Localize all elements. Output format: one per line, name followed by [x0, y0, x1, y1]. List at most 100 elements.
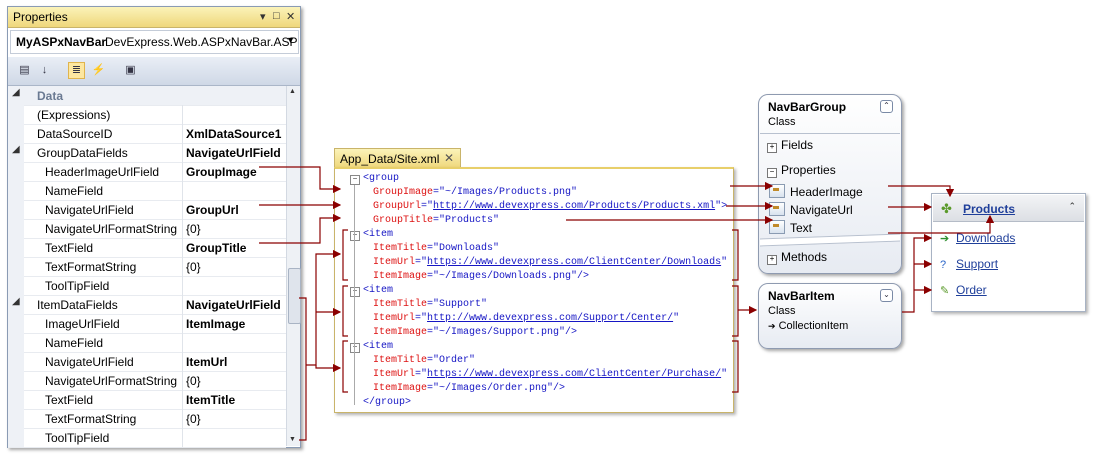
- scroll-up-icon[interactable]: ▲: [289, 88, 296, 95]
- xml-line: ItemImage="~/Images/Order.png"/>: [373, 382, 565, 396]
- column-separator: [182, 295, 183, 314]
- events-icon[interactable]: ⚡: [91, 64, 106, 76]
- navbar-item-link[interactable]: Order: [956, 283, 987, 297]
- property-pages-icon[interactable]: ▣: [125, 64, 136, 76]
- xml-tab[interactable]: App_Data/Site.xml ✕: [334, 148, 461, 168]
- xml-url-link[interactable]: http://www.devexpress.com/Support/Center…: [427, 313, 674, 324]
- property-value[interactable]: ItemImage: [186, 317, 246, 331]
- property-value[interactable]: NavigateUrlField: [186, 298, 281, 312]
- categorized-icon[interactable]: ▤: [19, 64, 30, 76]
- xml-attribute: ItemUrl: [373, 369, 416, 380]
- property-value[interactable]: {0}: [186, 412, 201, 426]
- column-separator: [182, 162, 183, 181]
- property-row[interactable]: ToolTipField: [8, 428, 286, 448]
- properties-icon[interactable]: ≣: [68, 62, 85, 79]
- expander-icon[interactable]: ◢: [12, 296, 20, 307]
- property-value[interactable]: ItemTitle: [186, 393, 236, 407]
- xml-url-link[interactable]: https://www.devexpress.com/ClientCenter/…: [427, 369, 722, 380]
- xml-attribute: ItemTitle: [373, 355, 428, 366]
- property-value[interactable]: ItemUrl: [186, 355, 228, 369]
- property-row[interactable]: ◢Data: [8, 86, 286, 106]
- property-name: DataSourceID: [37, 127, 113, 141]
- xml-tab-title: App_Data/Site.xml: [340, 152, 440, 166]
- methods-section[interactable]: +Methods: [767, 250, 827, 265]
- row-gutter: [8, 428, 24, 447]
- arrow-right-icon: ➔: [940, 233, 950, 245]
- row-gutter: [8, 352, 24, 371]
- navbar-group-header[interactable]: ✤ Products ⌃: [933, 195, 1084, 222]
- chevron-down-icon[interactable]: ▼: [286, 35, 295, 45]
- fold-toggle-icon[interactable]: −: [350, 231, 360, 241]
- xml-editor[interactable]: <group−GroupImage="~/Images/Products.png…: [334, 167, 734, 413]
- properties-section[interactable]: −Properties: [767, 163, 836, 178]
- fields-section[interactable]: +Fields: [767, 138, 813, 153]
- sort-alphabetical-icon[interactable]: ↓: [41, 64, 48, 76]
- vertical-scrollbar[interactable]: ▲ ▼: [286, 86, 301, 446]
- row-gutter: [8, 124, 24, 143]
- property-row[interactable]: NameField: [8, 333, 286, 353]
- property-row[interactable]: DataSourceID XmlDataSource1: [8, 124, 286, 144]
- property-row[interactable]: TextFormatString{0}: [8, 409, 286, 429]
- property-row[interactable]: NavigateUrlFormatString{0}: [8, 219, 286, 239]
- properties-titlebar: Properties ▾ □ ✕: [8, 7, 300, 28]
- property-row[interactable]: (Expressions): [8, 105, 286, 125]
- navbar-item-link[interactable]: Downloads: [956, 231, 1016, 245]
- xml-line: ItemTitle="Support": [373, 298, 487, 312]
- column-separator: [182, 219, 183, 238]
- navbar-item-downloads[interactable]: ➔ Downloads: [940, 231, 1015, 245]
- close-icon[interactable]: ✕: [286, 11, 296, 23]
- property-name: TextField: [45, 393, 94, 407]
- collapse-icon[interactable]: ⌃: [880, 100, 893, 113]
- xml-attribute: ItemTitle: [373, 299, 428, 310]
- fold-toggle-icon[interactable]: −: [350, 343, 360, 353]
- object-type: DevExpress.Web.ASPxNavBar.ASP: [105, 35, 298, 49]
- expander-icon[interactable]: ◢: [12, 87, 20, 98]
- xml-url-link[interactable]: http://www.devexpress.com/Products/Produ…: [433, 201, 716, 212]
- close-icon[interactable]: ✕: [443, 151, 454, 165]
- expand-icon[interactable]: ⌄: [880, 289, 893, 302]
- xml-text: =": [415, 257, 428, 268]
- maximize-icon[interactable]: □: [273, 10, 280, 22]
- collapse-section-icon[interactable]: −: [767, 168, 777, 178]
- prop-grouptitle-connector: [259, 213, 342, 244]
- property-value[interactable]: GroupTitle: [186, 241, 247, 255]
- property-value[interactable]: {0}: [186, 260, 201, 274]
- fold-toggle-icon[interactable]: −: [350, 175, 360, 185]
- object-selector[interactable]: MyASPxNavBar DevExpress.Web.ASPxNavBar.A…: [10, 30, 299, 54]
- navbar-item-link[interactable]: Support: [956, 257, 999, 271]
- row-gutter: [8, 333, 24, 352]
- fold-toggle-icon[interactable]: −: [350, 287, 360, 297]
- expand-icon[interactable]: +: [767, 143, 777, 153]
- property-row[interactable]: TextFormatString{0}: [8, 257, 286, 277]
- dropdown-icon[interactable]: ▾: [260, 11, 266, 23]
- class-name: NavBarItem: [768, 289, 835, 303]
- group-title-link[interactable]: Products: [963, 202, 1016, 216]
- property-value[interactable]: NavigateUrlField: [186, 146, 281, 160]
- collapse-icon[interactable]: ⌃: [1068, 201, 1076, 211]
- expand-icon[interactable]: +: [767, 255, 777, 265]
- property-value[interactable]: {0}: [186, 222, 201, 236]
- xml-url-link[interactable]: https://www.devexpress.com/ClientCenter/…: [427, 257, 722, 268]
- property-row[interactable]: NameField: [8, 181, 286, 201]
- row-gutter: [8, 162, 24, 181]
- property-row[interactable]: ToolTipField: [8, 276, 286, 296]
- property-row[interactable]: NavigateUrlFormatString{0}: [8, 371, 286, 391]
- navbar-item-order[interactable]: ✎Order: [940, 283, 987, 297]
- navbar-item-support[interactable]: ?Support: [940, 257, 998, 271]
- expander-icon[interactable]: ◢: [12, 144, 20, 155]
- scroll-down-icon[interactable]: ▼: [289, 436, 296, 443]
- property-value[interactable]: XmlDataSource1: [186, 127, 282, 141]
- scroll-thumb[interactable]: [288, 268, 301, 324]
- property-value[interactable]: {0}: [186, 374, 201, 388]
- text-to-products: [888, 214, 995, 234]
- property-value[interactable]: GroupUrl: [186, 203, 239, 217]
- property-row[interactable]: TextField ItemTitle: [8, 390, 286, 410]
- property-value[interactable]: GroupImage: [186, 165, 257, 179]
